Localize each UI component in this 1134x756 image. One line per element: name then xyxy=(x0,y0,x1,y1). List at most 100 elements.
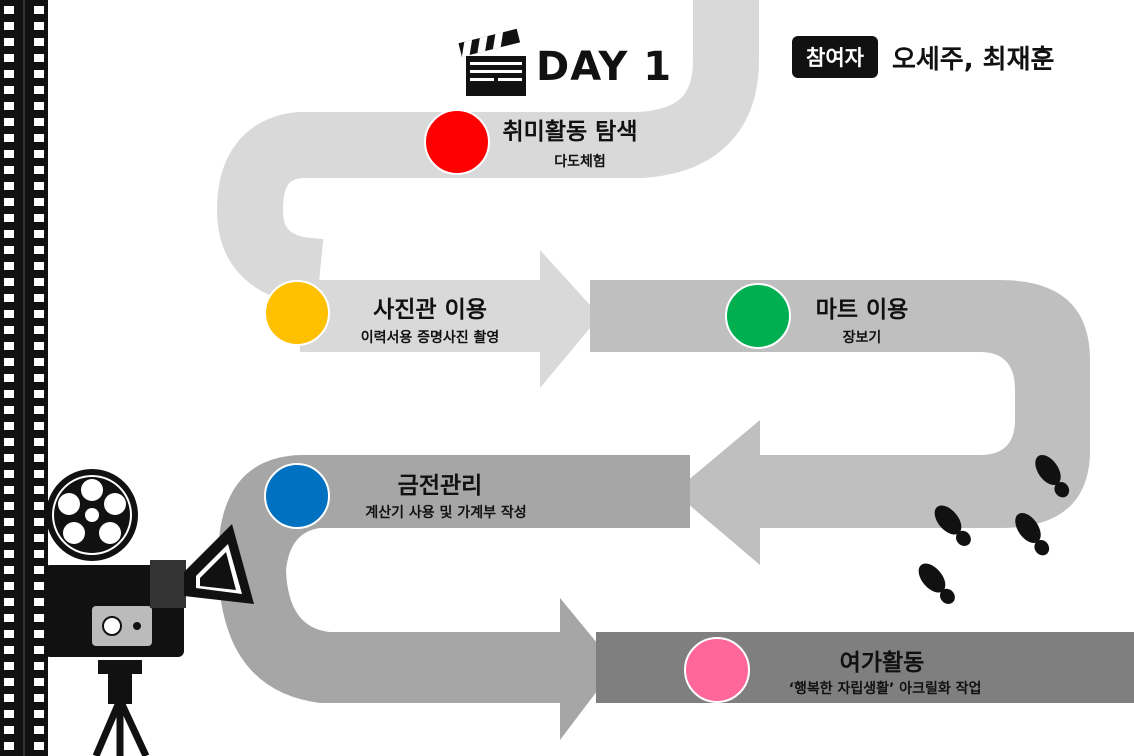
film-hole xyxy=(4,614,14,622)
film-hole xyxy=(4,550,14,558)
film-hole xyxy=(34,22,44,30)
stage-title-4: 금전관리 xyxy=(397,473,483,499)
film-hole xyxy=(34,326,44,334)
film-hole xyxy=(34,486,44,494)
film-hole xyxy=(34,614,44,622)
film-hole xyxy=(4,6,14,14)
film-hole xyxy=(34,86,44,94)
footprints-icon xyxy=(918,454,1070,604)
path-segment-row2-mid xyxy=(590,280,1090,565)
participants-names: 오세주, 최재훈 xyxy=(891,44,1055,75)
film-hole xyxy=(34,550,44,558)
film-hole xyxy=(34,182,44,190)
film-hole xyxy=(4,230,14,238)
film-hole xyxy=(34,342,44,350)
path-segment-row3-dark xyxy=(218,455,690,740)
film-hole xyxy=(4,518,14,526)
film-hole xyxy=(34,374,44,382)
film-hole xyxy=(4,262,14,270)
film-hole xyxy=(4,342,14,350)
film-hole xyxy=(4,678,14,686)
film-hole xyxy=(34,630,44,638)
film-hole xyxy=(4,150,14,158)
film-hole xyxy=(34,566,44,574)
stage-subtitle-4: 계산기 사용 및 가계부 작성 xyxy=(365,505,527,521)
film-hole xyxy=(34,310,44,318)
film-hole xyxy=(4,726,14,734)
film-hole xyxy=(34,38,44,46)
film-hole xyxy=(4,246,14,254)
participants-badge: 참여자 xyxy=(792,36,878,78)
film-hole xyxy=(4,134,14,142)
film-hole xyxy=(4,470,14,478)
film-hole xyxy=(34,582,44,590)
film-hole xyxy=(34,694,44,702)
winding-path xyxy=(217,0,1134,740)
film-hole xyxy=(4,22,14,30)
film-hole xyxy=(4,54,14,62)
film-hole xyxy=(4,438,14,446)
film-hole xyxy=(34,150,44,158)
clapperboard-icon xyxy=(458,28,526,96)
film-hole xyxy=(4,534,14,542)
film-hole xyxy=(4,710,14,718)
film-hole xyxy=(34,102,44,110)
film-hole xyxy=(4,278,14,286)
film-hole xyxy=(34,502,44,510)
participants: 참여자 오세주, 최재훈 xyxy=(792,36,1054,78)
film-hole xyxy=(4,646,14,654)
film-hole xyxy=(4,310,14,318)
film-hole xyxy=(4,70,14,78)
film-hole xyxy=(34,534,44,542)
stage-subtitle-5: ‘행복한 자립생활’ 아크릴화 작업 xyxy=(788,681,982,697)
film-hole xyxy=(34,470,44,478)
stage-title-2: 사진관 이용 xyxy=(373,297,487,323)
film-hole xyxy=(4,86,14,94)
film-hole xyxy=(4,166,14,174)
film-hole xyxy=(34,406,44,414)
film-hole xyxy=(4,326,14,334)
stage-marker-5 xyxy=(684,637,750,703)
film-hole xyxy=(34,294,44,302)
film-hole xyxy=(4,422,14,430)
film-hole xyxy=(4,374,14,382)
film-hole xyxy=(4,38,14,46)
film-hole xyxy=(4,390,14,398)
stage-marker-4 xyxy=(264,463,330,529)
stage-markers xyxy=(264,109,791,703)
stage-marker-1 xyxy=(424,109,490,175)
film-hole xyxy=(34,646,44,654)
film-hole xyxy=(34,262,44,270)
film-hole xyxy=(34,6,44,14)
stage-subtitle-3: 장보기 xyxy=(842,330,882,346)
stage-title-1: 취미활동 탐색 xyxy=(502,119,638,145)
movie-camera-icon xyxy=(44,469,254,756)
film-hole xyxy=(34,390,44,398)
film-hole xyxy=(34,278,44,286)
film-hole xyxy=(34,54,44,62)
film-hole xyxy=(4,582,14,590)
stage-marker-3 xyxy=(725,283,791,349)
film-hole xyxy=(4,454,14,462)
film-hole xyxy=(34,230,44,238)
film-hole xyxy=(4,294,14,302)
film-hole xyxy=(4,742,14,750)
film-hole xyxy=(34,726,44,734)
film-hole xyxy=(34,438,44,446)
film-hole xyxy=(4,598,14,606)
stage-subtitle-1: 다도체험 xyxy=(554,154,606,170)
film-hole xyxy=(4,102,14,110)
film-hole xyxy=(4,694,14,702)
film-hole xyxy=(4,198,14,206)
film-hole xyxy=(34,166,44,174)
film-hole xyxy=(34,246,44,254)
film-hole xyxy=(34,518,44,526)
stage-title-5: 여가활동 xyxy=(839,650,925,676)
film-hole xyxy=(34,678,44,686)
stage-subtitle-2: 이력서용 증명사진 촬영 xyxy=(360,330,500,346)
film-hole xyxy=(4,630,14,638)
film-hole xyxy=(34,198,44,206)
film-hole xyxy=(4,118,14,126)
day-title: DAY 1 xyxy=(536,44,673,90)
